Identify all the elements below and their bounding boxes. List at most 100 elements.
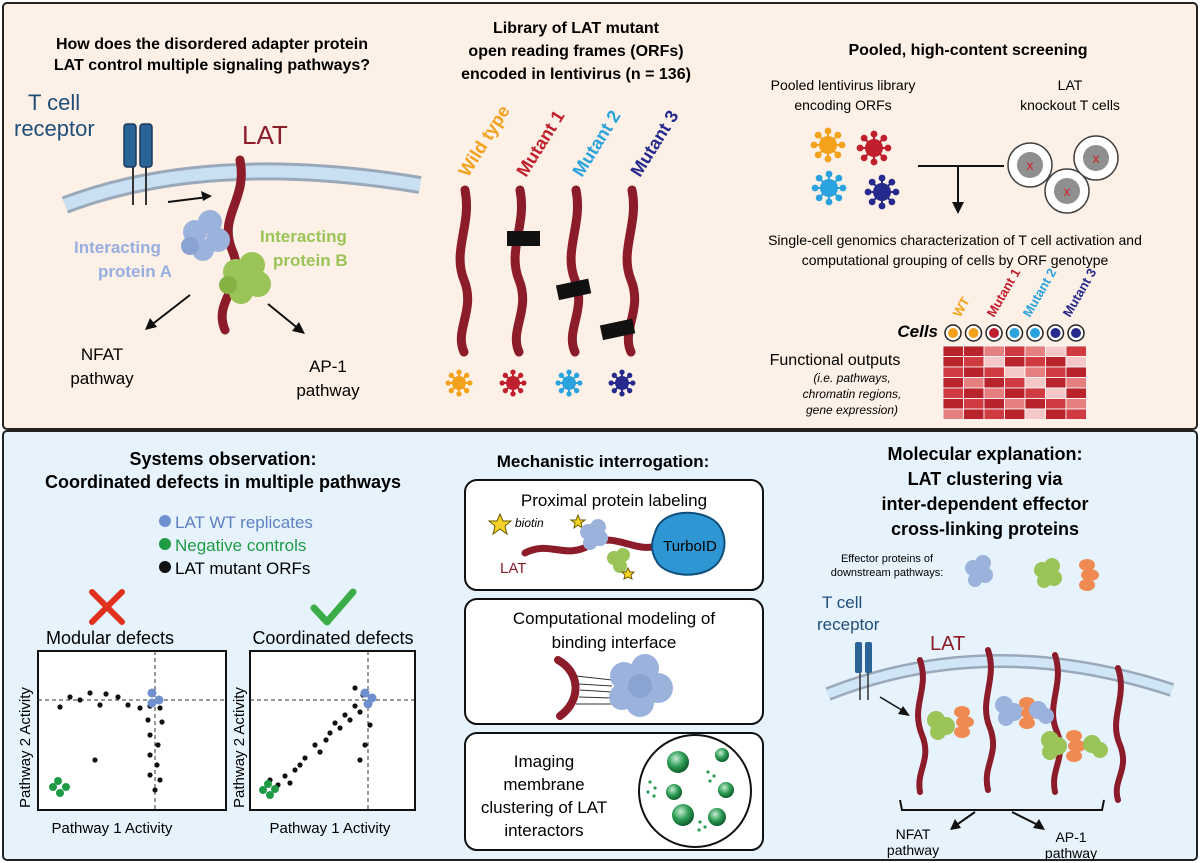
svg-text:x: x [1064, 183, 1071, 199]
cluster-droplet [708, 808, 726, 826]
functional-outputs-line-1: (i.e. pathways, [813, 371, 890, 385]
scatter-dot [352, 703, 358, 709]
scatter-dot [49, 783, 57, 791]
mechanistic-title: Mechanistic interrogation: [497, 452, 710, 471]
scatter-dot [357, 757, 363, 763]
virus-icon-mutant-1 [856, 130, 892, 166]
effector-label-2: downstream pathways: [831, 567, 944, 579]
combine-connector [918, 165, 1004, 205]
pooled-library-label-1: Pooled lentivirus library [771, 77, 916, 93]
scatter-dot [155, 742, 161, 748]
scatter-dot [77, 697, 83, 703]
ap12-label-2: pathway [1045, 845, 1097, 861]
tcr2-label-1: T cell [822, 593, 862, 612]
cluster-orange-3 [1066, 730, 1086, 762]
question-line-1: How does the disordered adapter protein [56, 36, 368, 53]
legend-wt: LAT WT replicates [175, 513, 313, 532]
cluster-green-2 [1041, 731, 1067, 760]
proximal-labeling-title: Proximal protein labeling [521, 491, 707, 510]
library-title-2: open reading frames (ORFs) [468, 43, 683, 60]
scatter-dot [147, 688, 157, 698]
modular-plot-frame [37, 650, 227, 811]
library-title-3: encoded in lentivirus (n = 136) [461, 66, 691, 83]
scatter-dot [56, 789, 64, 797]
scatter-dot [302, 755, 308, 761]
tcr-label-1: T cell [28, 90, 80, 115]
scatter-dot [159, 719, 165, 725]
mutation-block-1 [507, 231, 540, 246]
scatter-dot [97, 702, 103, 708]
modeling-title-1: Computational modeling of [513, 609, 716, 628]
protein-a-label-1: Interacting [74, 238, 161, 257]
protein-structure-icon [609, 654, 673, 717]
legend-mut: LAT mutant ORFs [175, 559, 310, 578]
modular-title: Modular defects [46, 628, 174, 648]
functional-outputs-line-2: chromatin regions, [803, 387, 902, 401]
pooled-virus-icons [810, 127, 900, 210]
panel-lat-question: How does the disordered adapter protein … [14, 36, 422, 400]
scatter-dot [312, 742, 318, 748]
ap12-label-1: AP-1 [1055, 829, 1086, 845]
protein-b-label-1: Interacting [260, 227, 347, 246]
turboid-label: TurboID [663, 538, 717, 555]
virus-icon-wt [810, 127, 846, 163]
scatter-dot [292, 767, 298, 773]
legend-dot-neg [159, 538, 171, 550]
scatter-dot [357, 709, 363, 715]
scatter-dot [347, 717, 353, 723]
legend-neg: Negative controls [175, 536, 306, 555]
nfat-label-2: pathway [70, 369, 134, 388]
pathway-bracket [899, 799, 1105, 811]
molecular-title-4: cross-linking proteins [891, 519, 1079, 539]
tcr-icon [123, 123, 153, 205]
single-cell-line-1: Single-cell genomics characterization of… [768, 232, 1142, 248]
mutation-block-2 [555, 278, 592, 301]
star-icon-small [569, 513, 587, 530]
scatter-dot [297, 762, 303, 768]
scatter-dot [363, 699, 373, 709]
cells-label: Cells [897, 322, 938, 341]
lat-binding-arc [554, 656, 580, 720]
svg-text:x: x [1027, 157, 1034, 173]
cluster-green-1 [927, 711, 955, 740]
tcr2-icon [855, 642, 872, 700]
protein-b-label-2: protein B [273, 251, 348, 270]
star-icon-biotin [487, 512, 513, 536]
functional-outputs-title: Functional outputs [770, 352, 901, 369]
nfat2-label-1: NFAT [896, 826, 931, 842]
lat-label: LAT [242, 120, 288, 150]
nfat-label-1: NFAT [81, 345, 123, 364]
scatter-dot [317, 749, 323, 755]
molecular-title-2: LAT clustering via [908, 469, 1064, 489]
scatter-dot [57, 704, 63, 710]
scatter-dot [87, 690, 93, 696]
panel-mechanistic: Mechanistic interrogation: Proximal prot… [464, 452, 764, 851]
imaging-line-3: clustering of LAT [481, 798, 607, 817]
modular-xlabel: Pathway 1 Activity [52, 820, 173, 837]
x-mark-icon [89, 589, 125, 625]
cluster-droplet [667, 751, 689, 773]
biotin-label: biotin [515, 516, 544, 530]
scatter-dot [367, 722, 373, 728]
scatter-dot [62, 783, 70, 791]
scatter-dot [360, 688, 370, 698]
cluster-green-3 [1083, 735, 1108, 758]
scatter-dot [145, 717, 151, 723]
binding-lines [575, 675, 613, 705]
protein-a-icon [181, 210, 230, 261]
scatter-dot [154, 762, 160, 768]
top-panel [2, 2, 1198, 430]
scatter-dot [147, 732, 153, 738]
scatter-dot [259, 786, 267, 794]
scatter-dot [147, 772, 153, 778]
cluster-blue-2 [1029, 701, 1054, 724]
effector-green-icon [1034, 558, 1062, 588]
scatter-dot [147, 698, 157, 708]
protein-b-small-icon [607, 548, 630, 573]
molecular-title-1: Molecular explanation: [887, 444, 1082, 464]
effector-label-1: Effector proteins of [841, 553, 934, 565]
scatter-dot [115, 694, 121, 700]
pooled-library-label-2: encoding ORFs [794, 97, 891, 113]
virus-icon-mutant-3 [608, 369, 636, 397]
